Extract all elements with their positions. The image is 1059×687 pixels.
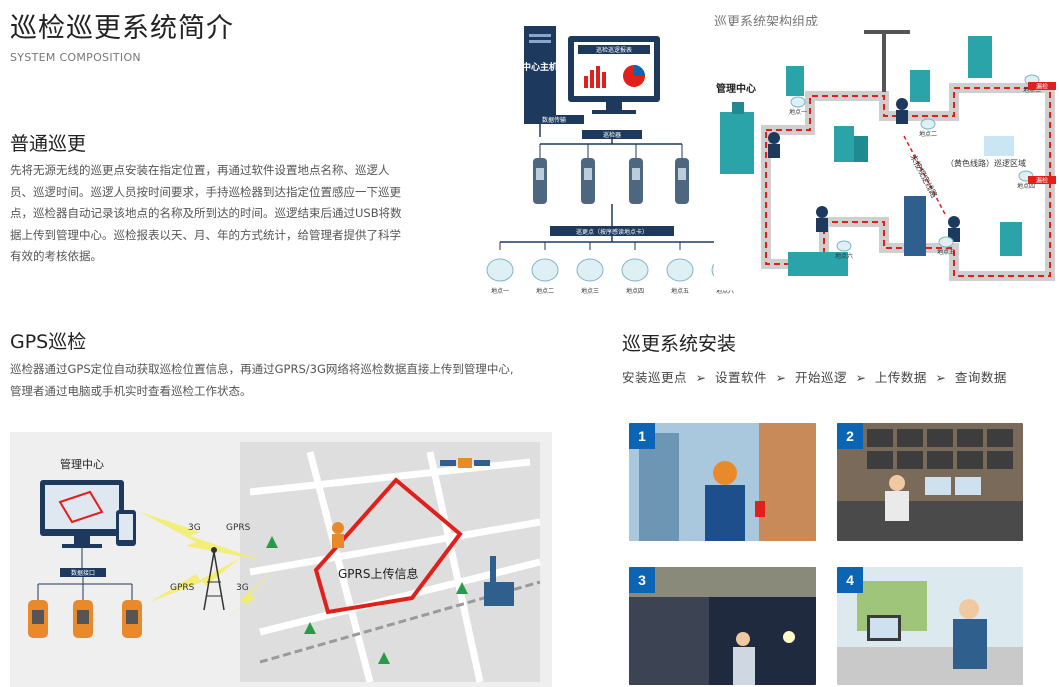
section-title-install: 巡更系统安装 [622, 333, 737, 355]
arrow-icon: ➢ [935, 370, 947, 385]
mgmt-center-label: 管理中心 [716, 82, 756, 95]
step-label: 上传数据 [874, 370, 927, 385]
signal-tower-icon [203, 547, 225, 611]
map-point: 地点五 [937, 236, 955, 256]
reader-device [533, 144, 547, 204]
guard-icon [896, 98, 908, 124]
points-bar-label: 巡更点（按序感读地点卡） [576, 228, 648, 236]
point-tag: 地点一 [486, 242, 514, 295]
map-point-label: 地点四 [1017, 182, 1035, 190]
map-point-label: 地点一 [789, 108, 807, 116]
arrow-icon: ➢ [695, 370, 707, 385]
point-label: 地点五 [671, 287, 689, 295]
install-steps: 安装巡更点 ➢ 设置软件 ➢ 开始巡逻 ➢ 上传数据 ➢ 查询数据 [622, 367, 1007, 386]
host-label: 中心主机 [522, 61, 558, 73]
section-text-ordinary: 先将无源无线的巡更点安装在指定位置，再通过软件设置地点名称、巡逻人员、巡逻时间。… [10, 163, 402, 263]
section-title-gps: GPS巡检 [10, 331, 87, 353]
satellite-icon [440, 458, 490, 468]
map-point: 地点六 [835, 240, 853, 260]
step-label: 查询数据 [954, 370, 1007, 385]
point-label: 地点六 [716, 287, 734, 295]
point-label: 地点二 [536, 287, 554, 295]
panel-number: 1 [629, 423, 655, 449]
section-title-ordinary: 普通巡更 [10, 133, 87, 155]
gps-upload-label: GPRS上传信息 [338, 566, 419, 581]
arrow-icon: ➢ [775, 370, 787, 385]
reader-device [581, 144, 595, 204]
signal-3g: 3G [188, 523, 201, 533]
step-label: 设置软件 [714, 370, 767, 385]
install-panel-1: 1 [629, 423, 816, 541]
gps-hub-label: 数据接口 [71, 569, 95, 577]
point-label: 地点三 [581, 287, 599, 295]
point-tag: 地点二 [531, 242, 559, 295]
reader-device [629, 144, 643, 204]
map-point: 地点一 [789, 96, 807, 116]
panel-number: 4 [837, 567, 863, 593]
map-point: 地点二 [919, 118, 937, 138]
gps-route [313, 477, 463, 615]
mgmt-building [720, 112, 754, 174]
step-label: 安装巡更点 [622, 370, 688, 385]
patrol-map: 管理中心 未按规定线路 （黄色线路）巡逻区域 地点一地点二地点三地点四地点五地点… [714, 26, 1058, 290]
point-tag: 地点三 [576, 242, 604, 295]
map-point-label: 地点五 [937, 248, 955, 256]
page-subtitle: SYSTEM COMPOSITION [10, 51, 141, 64]
page-title: 巡检巡更系统简介 [10, 13, 234, 44]
point-label: 地点四 [626, 287, 644, 295]
guard-icon [816, 206, 828, 232]
patrol-route [765, 87, 1051, 277]
gps-reader-device [73, 584, 93, 638]
missed-tag: 漏检 [1036, 177, 1048, 185]
reader-bus-label: 巡检器 [603, 131, 621, 139]
points-row: 地点一 地点二 地点三 地点四 地点五 地点六 [486, 242, 739, 295]
route-area-label: （黄色线路）巡逻区域 [946, 158, 1026, 168]
signal-gprs: GPRS [170, 583, 195, 593]
section-text-gps: 巡检器通过GPS定位自动获取巡检位置信息，再通过GPRS/3G网络将巡检数据直接… [10, 362, 514, 398]
reader-device [675, 144, 689, 204]
missed-tag: 漏检 [1036, 83, 1048, 91]
install-panel-4: 4 [837, 567, 1023, 685]
map-point-label: 地点六 [835, 252, 853, 260]
report-label: 巡检巡逻报表 [596, 46, 632, 54]
panel-number: 2 [837, 423, 863, 449]
arrow-icon: ➢ [855, 370, 867, 385]
install-panel-3: 3 [629, 567, 816, 685]
gps-diagram: GPRS上传信息 管理中心 数据接口 3G GPRS GPRS 3G [10, 432, 552, 687]
panel-number: 3 [629, 567, 655, 593]
map-point-label: 地点二 [919, 130, 937, 138]
worker-icon [332, 522, 344, 548]
signal-3g: 3G [236, 583, 249, 593]
step-label: 开始巡逻 [794, 370, 847, 385]
signal-gprs: GPRS [226, 523, 251, 533]
gps-reader-device [122, 584, 142, 638]
install-panel-2: 2 [837, 423, 1023, 541]
point-tag: 地点四 [621, 242, 649, 295]
architecture-diagram: 中心主机 巡检巡逻报表 数据传输 巡检器 巡更点（按序感读地点卡） [500, 26, 716, 243]
point-label: 地点一 [491, 287, 509, 295]
guard-icon [768, 132, 780, 158]
point-tag: 地点五 [666, 242, 694, 295]
data-transfer-label: 数据传输 [542, 116, 566, 124]
gps-reader-device [28, 584, 48, 638]
gps-mgmt-label: 管理中心 [60, 457, 104, 471]
